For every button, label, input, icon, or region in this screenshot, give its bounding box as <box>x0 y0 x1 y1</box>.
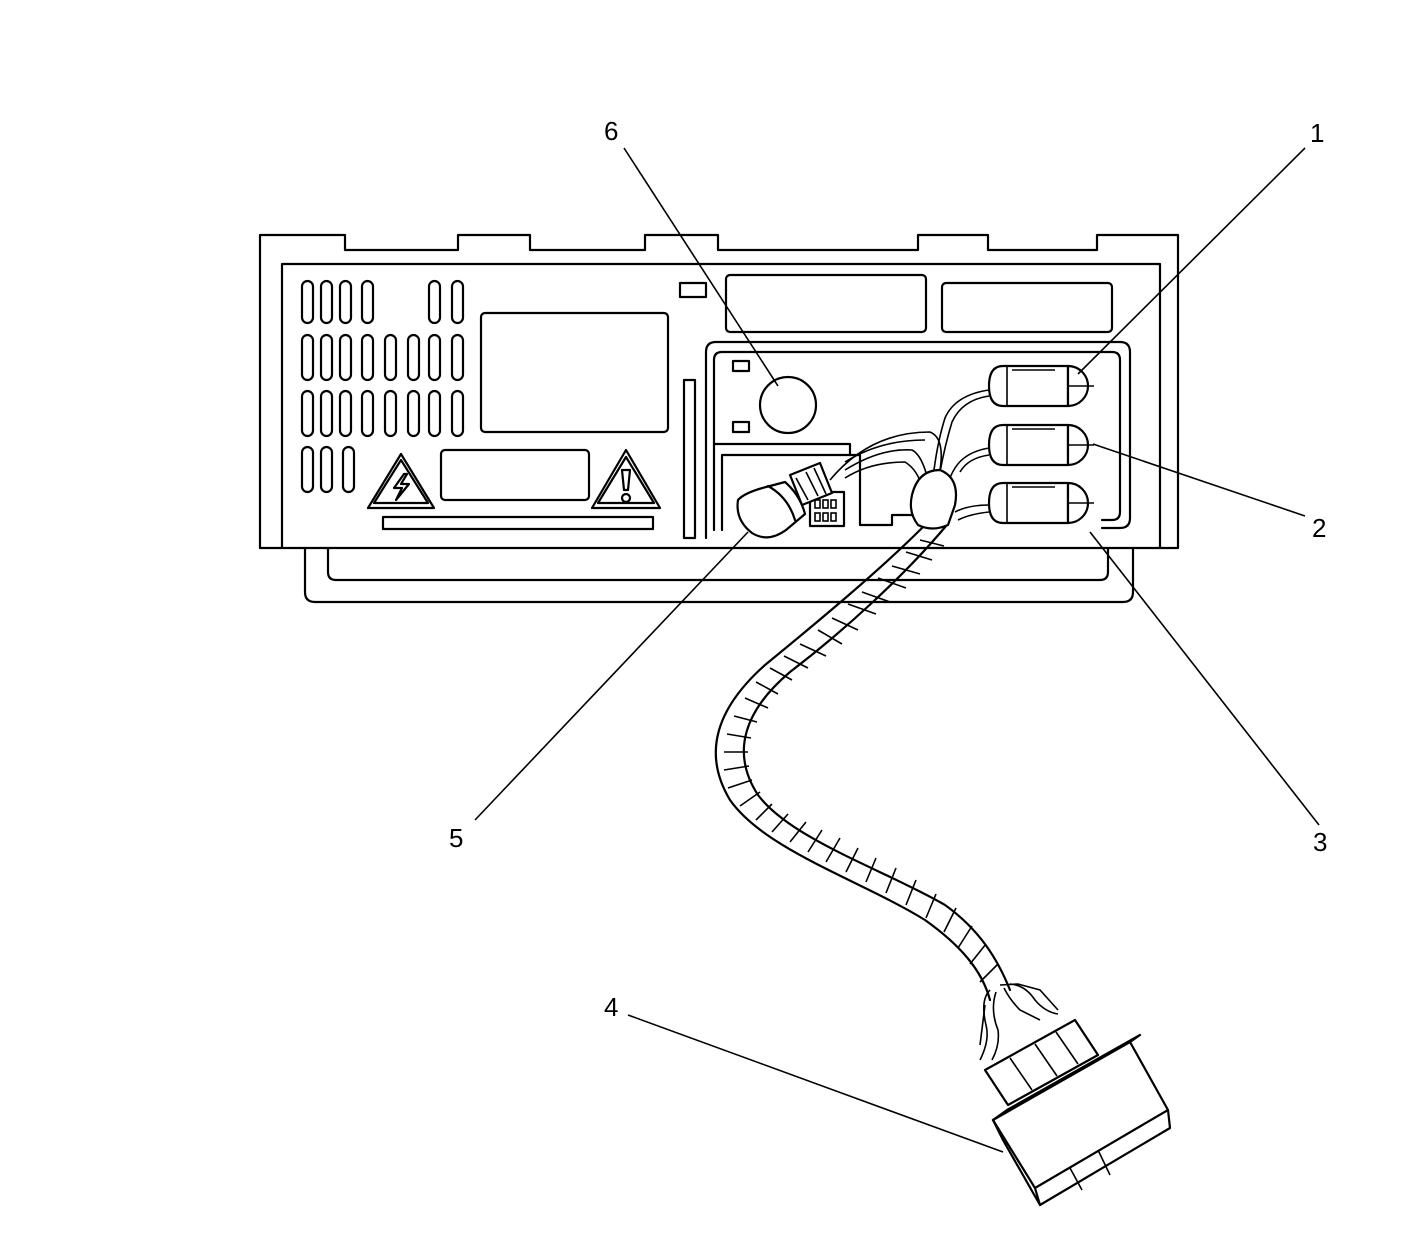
high-voltage-warning-icon <box>366 452 436 510</box>
harness-junction <box>909 468 958 530</box>
main-harness-connector <box>983 1018 1172 1207</box>
rear-panel-plates <box>381 273 1114 540</box>
callout-leaders <box>474 147 1320 1153</box>
vent-slots <box>300 279 465 494</box>
antenna-grommet <box>758 375 818 435</box>
callout-6: 6 <box>604 116 618 146</box>
coax-connector-bottom <box>987 481 1094 525</box>
callout-5: 5 <box>449 823 463 853</box>
coax-connector-middle <box>987 423 1094 467</box>
callout-4: 4 <box>604 992 618 1022</box>
caution-warning-icon <box>590 448 662 510</box>
callout-2: 2 <box>1312 513 1326 543</box>
main-connector-wires <box>979 983 1059 1061</box>
callout-3: 3 <box>1313 827 1327 857</box>
radio-chassis <box>258 233 1180 604</box>
plug-connector <box>736 431 943 539</box>
callout-1: 1 <box>1310 118 1324 148</box>
wrapped-harness <box>714 524 1012 1002</box>
connector-bay <box>704 340 1132 540</box>
coax-connector-top <box>987 364 1094 408</box>
